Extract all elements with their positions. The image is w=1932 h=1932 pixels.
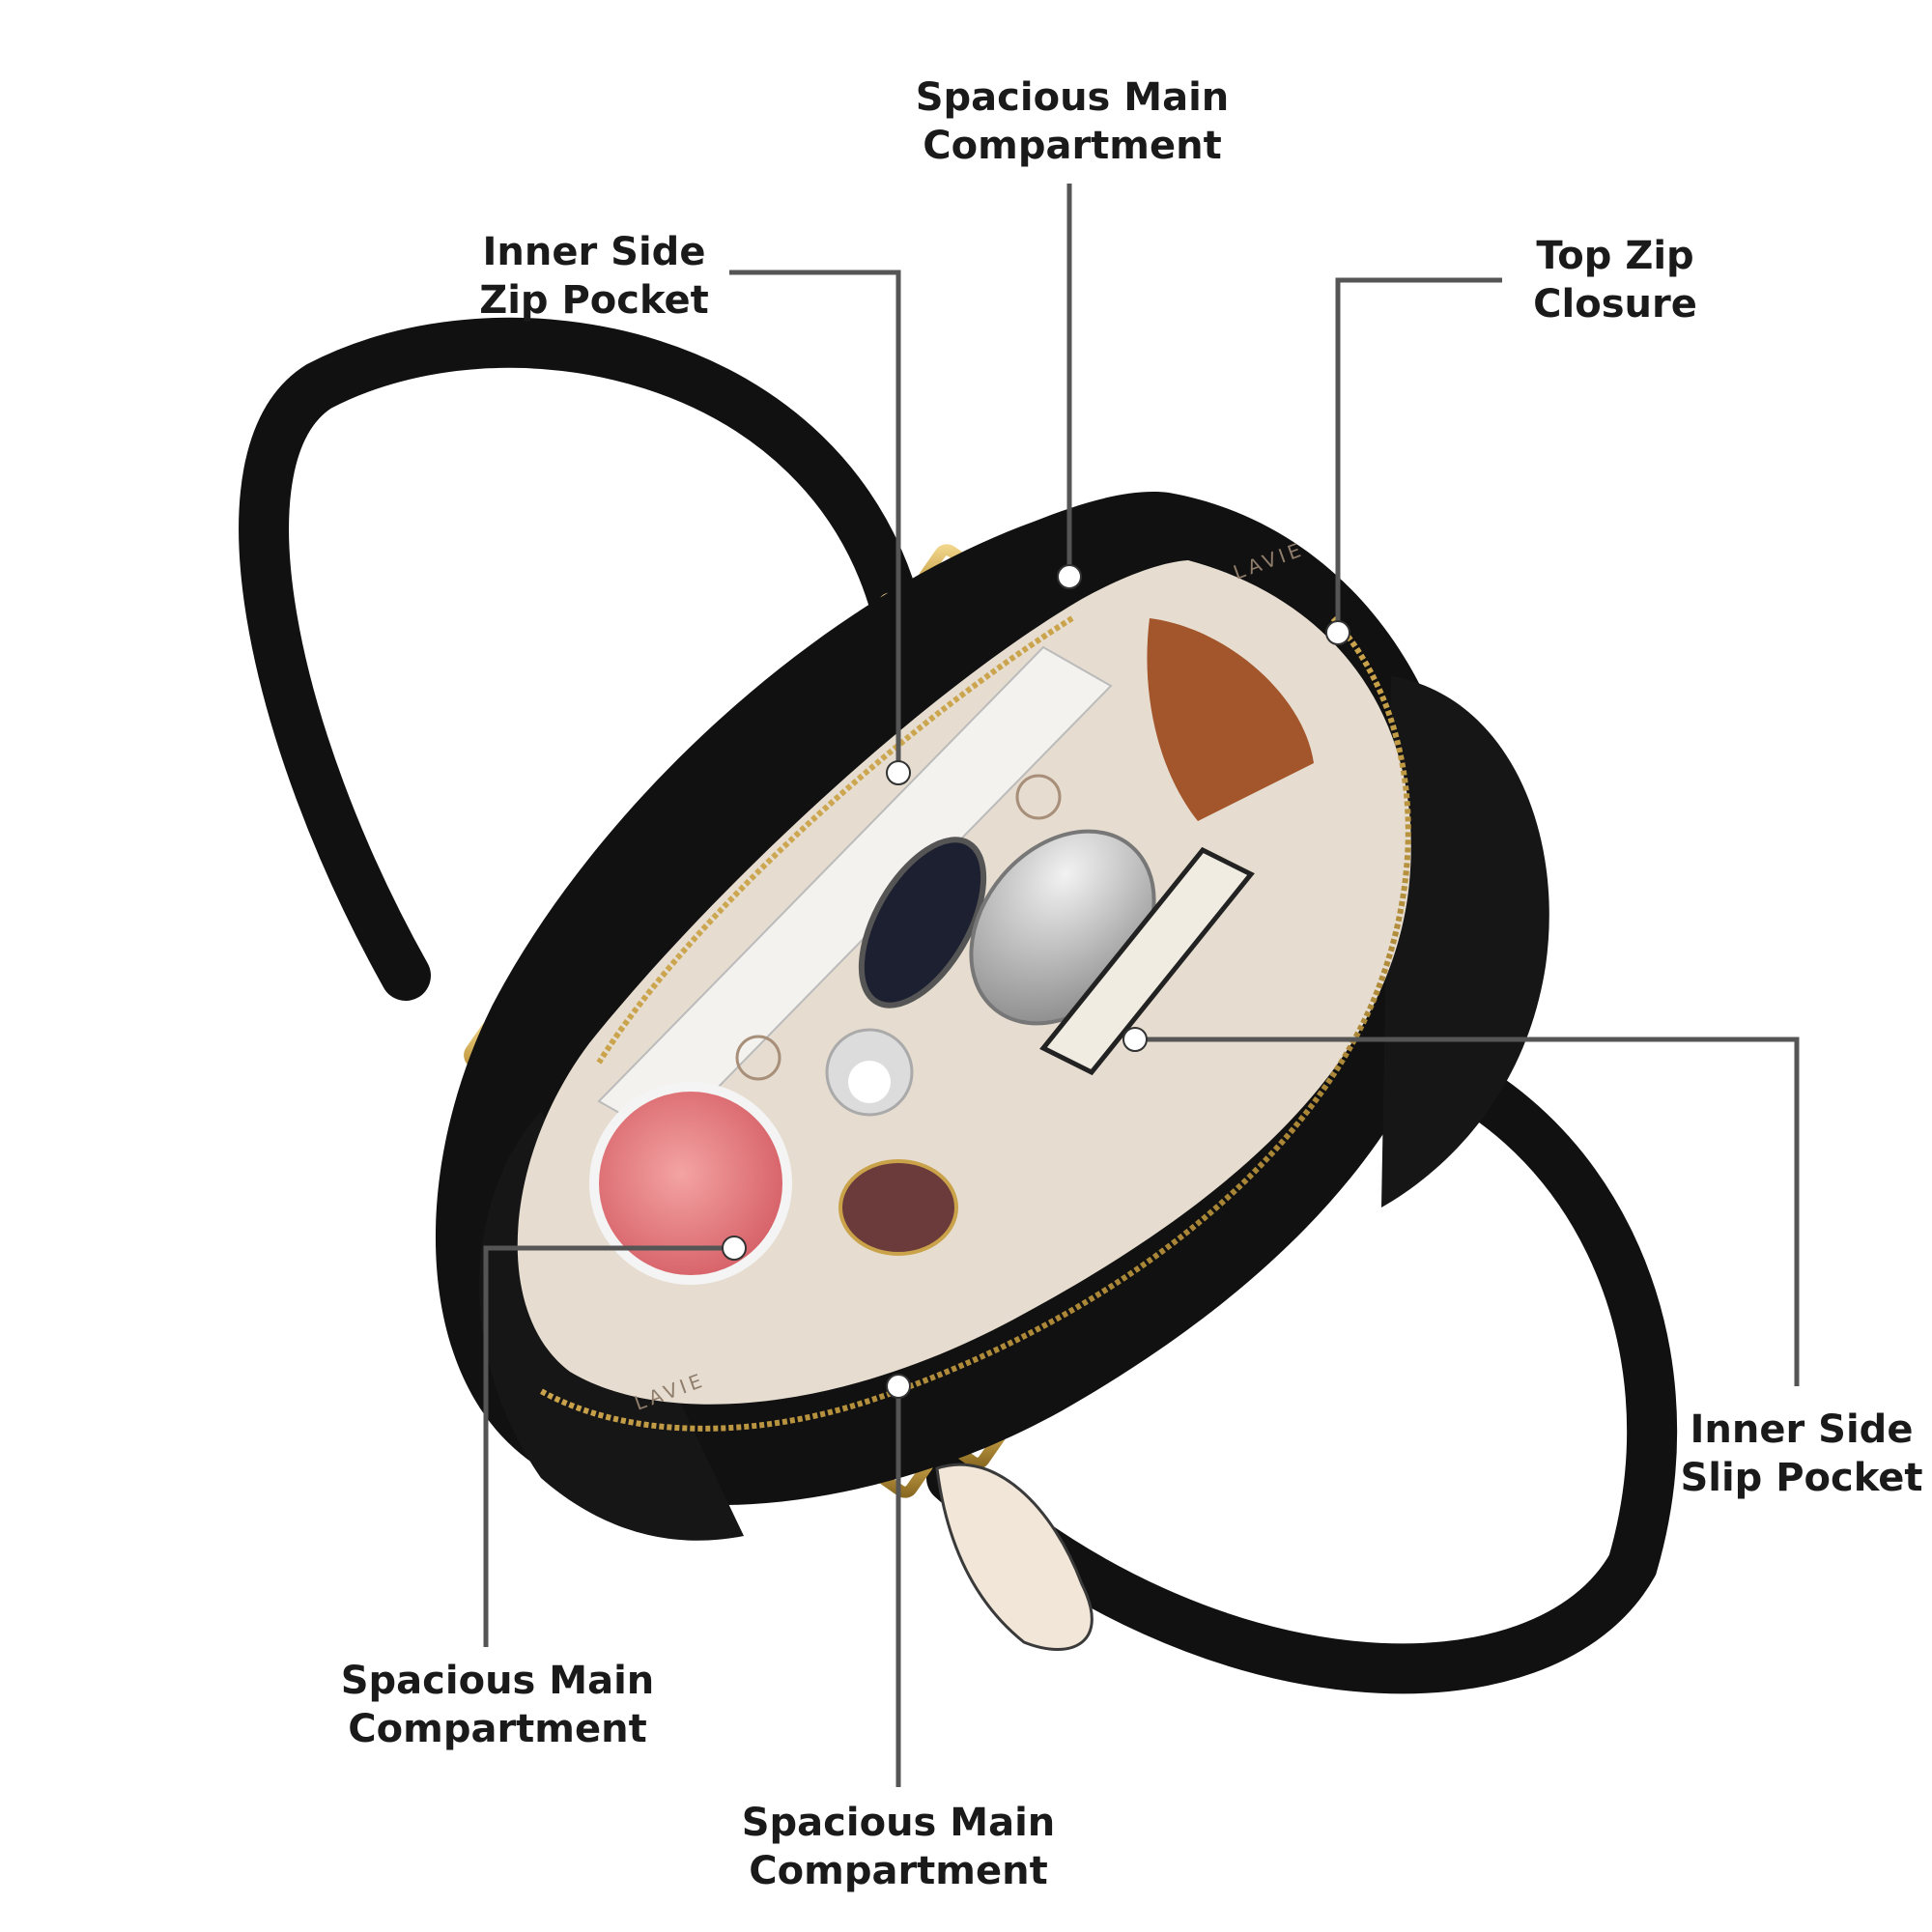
callout-line: Compartment bbox=[923, 124, 1222, 168]
callout-line: Zip Pocket bbox=[479, 278, 709, 323]
callout-markers bbox=[722, 564, 1350, 1399]
zipper-inner bbox=[596, 615, 1074, 1065]
callout-line: Slip Pocket bbox=[1680, 1456, 1923, 1500]
marker-main-bottom bbox=[886, 1374, 911, 1399]
lavie-monogram-icon bbox=[735, 774, 1062, 1081]
callout-line: Spacious Main bbox=[741, 1801, 1056, 1845]
bag-contents bbox=[589, 618, 1314, 1285]
marker-main-top bbox=[1057, 564, 1082, 589]
perfume-cap bbox=[848, 1061, 891, 1103]
marker-main-left bbox=[722, 1236, 747, 1261]
callout-top-zip-closure: Top Zip Closure bbox=[1509, 232, 1721, 328]
bag-lining bbox=[517, 560, 1411, 1405]
compact-mirror bbox=[858, 837, 987, 1009]
callout-line: Spacious Main bbox=[340, 1659, 655, 1703]
leader-top-zip bbox=[1335, 277, 1502, 633]
callout-inner-side-slip-pocket: Inner Side Slip Pocket bbox=[1666, 1406, 1932, 1502]
zipper-top bbox=[539, 615, 1411, 1432]
leader-lines bbox=[483, 184, 1800, 1787]
callout-main-compartment-bottom: Spacious Main Compartment bbox=[734, 1799, 1063, 1895]
candle-tin bbox=[589, 1082, 792, 1285]
leader-inner-slip bbox=[1135, 1037, 1800, 1386]
right-handle bbox=[926, 1028, 1678, 1694]
marker-top-zip bbox=[1325, 620, 1350, 645]
callout-line: Compartment bbox=[749, 1849, 1048, 1893]
callout-line: Inner Side bbox=[482, 230, 706, 274]
bag-gusset-right bbox=[1381, 676, 1549, 1208]
callout-main-compartment-top: Spacious Main Compartment bbox=[908, 73, 1236, 170]
callout-line: Inner Side bbox=[1690, 1407, 1914, 1452]
callout-line: Closure bbox=[1533, 282, 1697, 327]
callout-line: Compartment bbox=[348, 1707, 647, 1751]
callout-inner-side-zip-pocket: Inner Side Zip Pocket bbox=[473, 228, 715, 325]
left-handle bbox=[239, 317, 923, 1001]
callout-line: Spacious Main bbox=[915, 75, 1230, 120]
handle-scarf bbox=[935, 1463, 1094, 1651]
leader-main-left bbox=[483, 1245, 734, 1647]
brown-wallet bbox=[1147, 618, 1314, 821]
small-notebook bbox=[1039, 846, 1255, 1076]
callout-main-compartment-left: Spacious Main Compartment bbox=[333, 1657, 662, 1753]
leader-inner-zip bbox=[729, 270, 901, 773]
sunglasses bbox=[838, 1159, 958, 1256]
marker-inner-slip bbox=[1122, 1027, 1148, 1052]
callout-line: Top Zip bbox=[1536, 234, 1694, 278]
marker-inner-zip bbox=[886, 760, 911, 785]
